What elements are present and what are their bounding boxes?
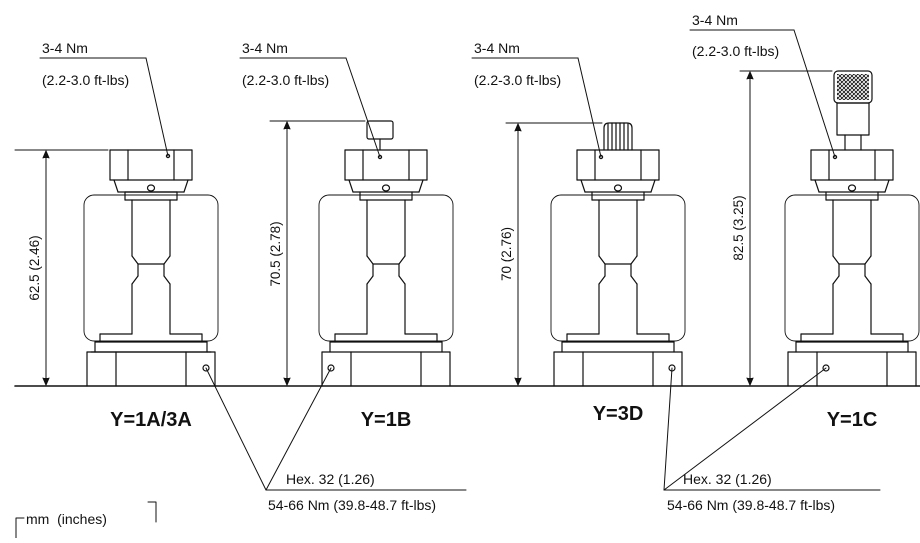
top-torque-labels: 3-4 Nm (2.2-3.0 ft-lbs) 3-4 Nm (2.2-3.0 … xyxy=(42,12,779,88)
torque-top-imperial-label: (2.2-3.0 ft-lbs) xyxy=(692,43,779,59)
height-dim-label: 62.5 (2.46) xyxy=(27,235,42,300)
units-label: mm (inches) xyxy=(26,511,107,527)
units-bracket xyxy=(15,501,157,539)
set-screw xyxy=(847,184,857,192)
set-screw xyxy=(613,184,623,192)
variant-title: Y=3D xyxy=(593,403,644,425)
valve-handle-outline xyxy=(318,194,454,342)
hex-size-label: Hex. 32 (1.26) xyxy=(683,471,772,487)
valve-handle-outline xyxy=(83,194,219,342)
hex-torque-label: 54-66 Nm (39.8-48.7 ft-lbs) xyxy=(667,497,835,513)
height-dim-label: 70 (2.76) xyxy=(499,227,514,281)
ribbed-knob xyxy=(603,122,633,151)
variant-title: Y=1A/3A xyxy=(110,409,192,431)
variant-title: Y=1C xyxy=(827,409,878,431)
set-screw xyxy=(381,184,391,192)
torque-top-label: 3-4 Nm xyxy=(42,40,88,56)
height-dimensions xyxy=(14,70,833,386)
valve-y3d xyxy=(550,122,686,387)
torque-top-imperial-label: (2.2-3.0 ft-lbs) xyxy=(474,72,561,88)
hex-leaders xyxy=(205,367,881,491)
torque-top-label: 3-4 Nm xyxy=(474,40,520,56)
valve-handle-outline xyxy=(784,194,920,342)
valve-y1c xyxy=(784,70,920,387)
valve-y1b xyxy=(318,120,454,387)
hex-size-label: Hex. 32 (1.26) xyxy=(286,471,375,487)
hex-torque-label: 54-66 Nm (39.8-48.7 ft-lbs) xyxy=(268,497,436,513)
top-torque-leaders xyxy=(39,29,836,158)
torque-top-imperial-label: (2.2-3.0 ft-lbs) xyxy=(242,72,329,88)
torque-top-imperial-label: (2.2-3.0 ft-lbs) xyxy=(42,72,129,88)
height-dim-label: 70.5 (2.78) xyxy=(268,221,283,286)
torque-top-label: 3-4 Nm xyxy=(242,40,288,56)
variant-titles: Y=1A/3A Y=1B Y=3D Y=1C xyxy=(110,403,877,431)
valve-handle-outline xyxy=(550,194,686,342)
hex-callout-labels: Hex. 32 (1.26) 54-66 Nm (39.8-48.7 ft-lb… xyxy=(268,471,835,513)
valve-y1a3a xyxy=(83,149,219,387)
set-screw xyxy=(146,184,156,192)
torque-top-label: 3-4 Nm xyxy=(692,12,738,28)
height-dimension-labels: 62.5 (2.46) 70.5 (2.78) 70 (2.76) 82.5 (… xyxy=(27,195,746,300)
variant-title: Y=1B xyxy=(361,409,412,431)
height-dim-label: 82.5 (3.25) xyxy=(731,195,746,260)
